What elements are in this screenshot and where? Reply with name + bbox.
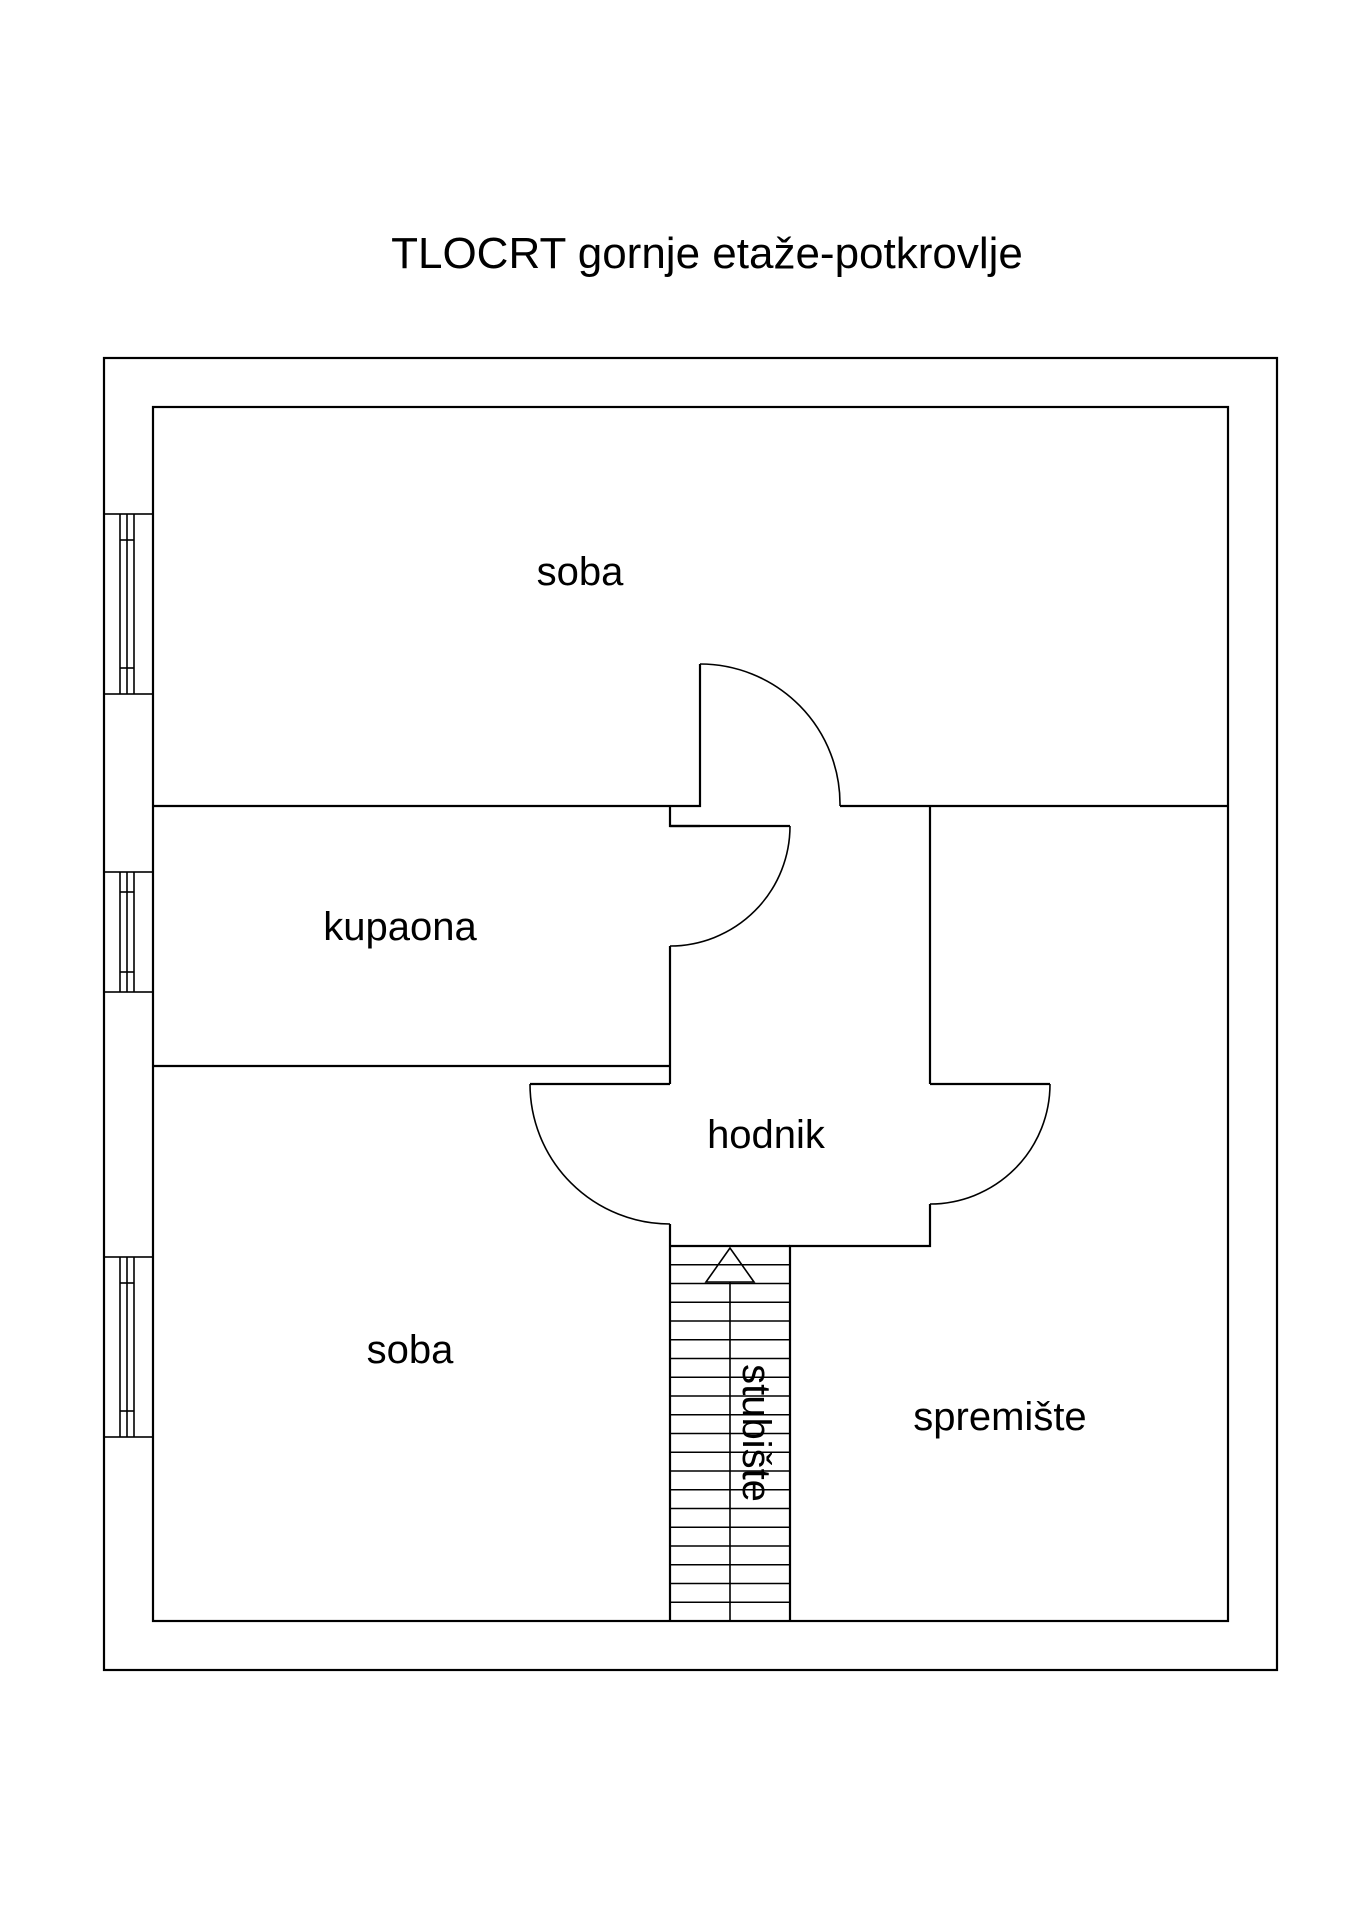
room-label-soba-bottom: soba [367,1328,454,1372]
plan-title: TLOCRT gornje etaže-potkrovlje [391,229,1023,278]
stairs-arrow [704,1246,756,1621]
room-label-kupaona: kupaona [323,905,477,949]
room-label-hodnik: hodnik [707,1113,826,1157]
outer-wall [102,356,1279,1672]
room-label-stubiste: stubište [734,1364,778,1502]
room-label-soba-top: soba [537,550,624,594]
inner-wall [151,405,1230,1623]
hodnik-wall-bottom-right [788,1204,932,1621]
door-spremiste [929,1082,1051,1205]
door-soba-bottom [529,1066,672,1225]
kupaona-wall-top [668,806,700,828]
window-middle [103,871,154,993]
window-bottom [103,1256,154,1438]
window-top [103,513,154,695]
room-label-spremiste: spremište [913,1395,1086,1439]
door-soba-top [670,663,841,808]
door-kupaona [669,824,791,947]
